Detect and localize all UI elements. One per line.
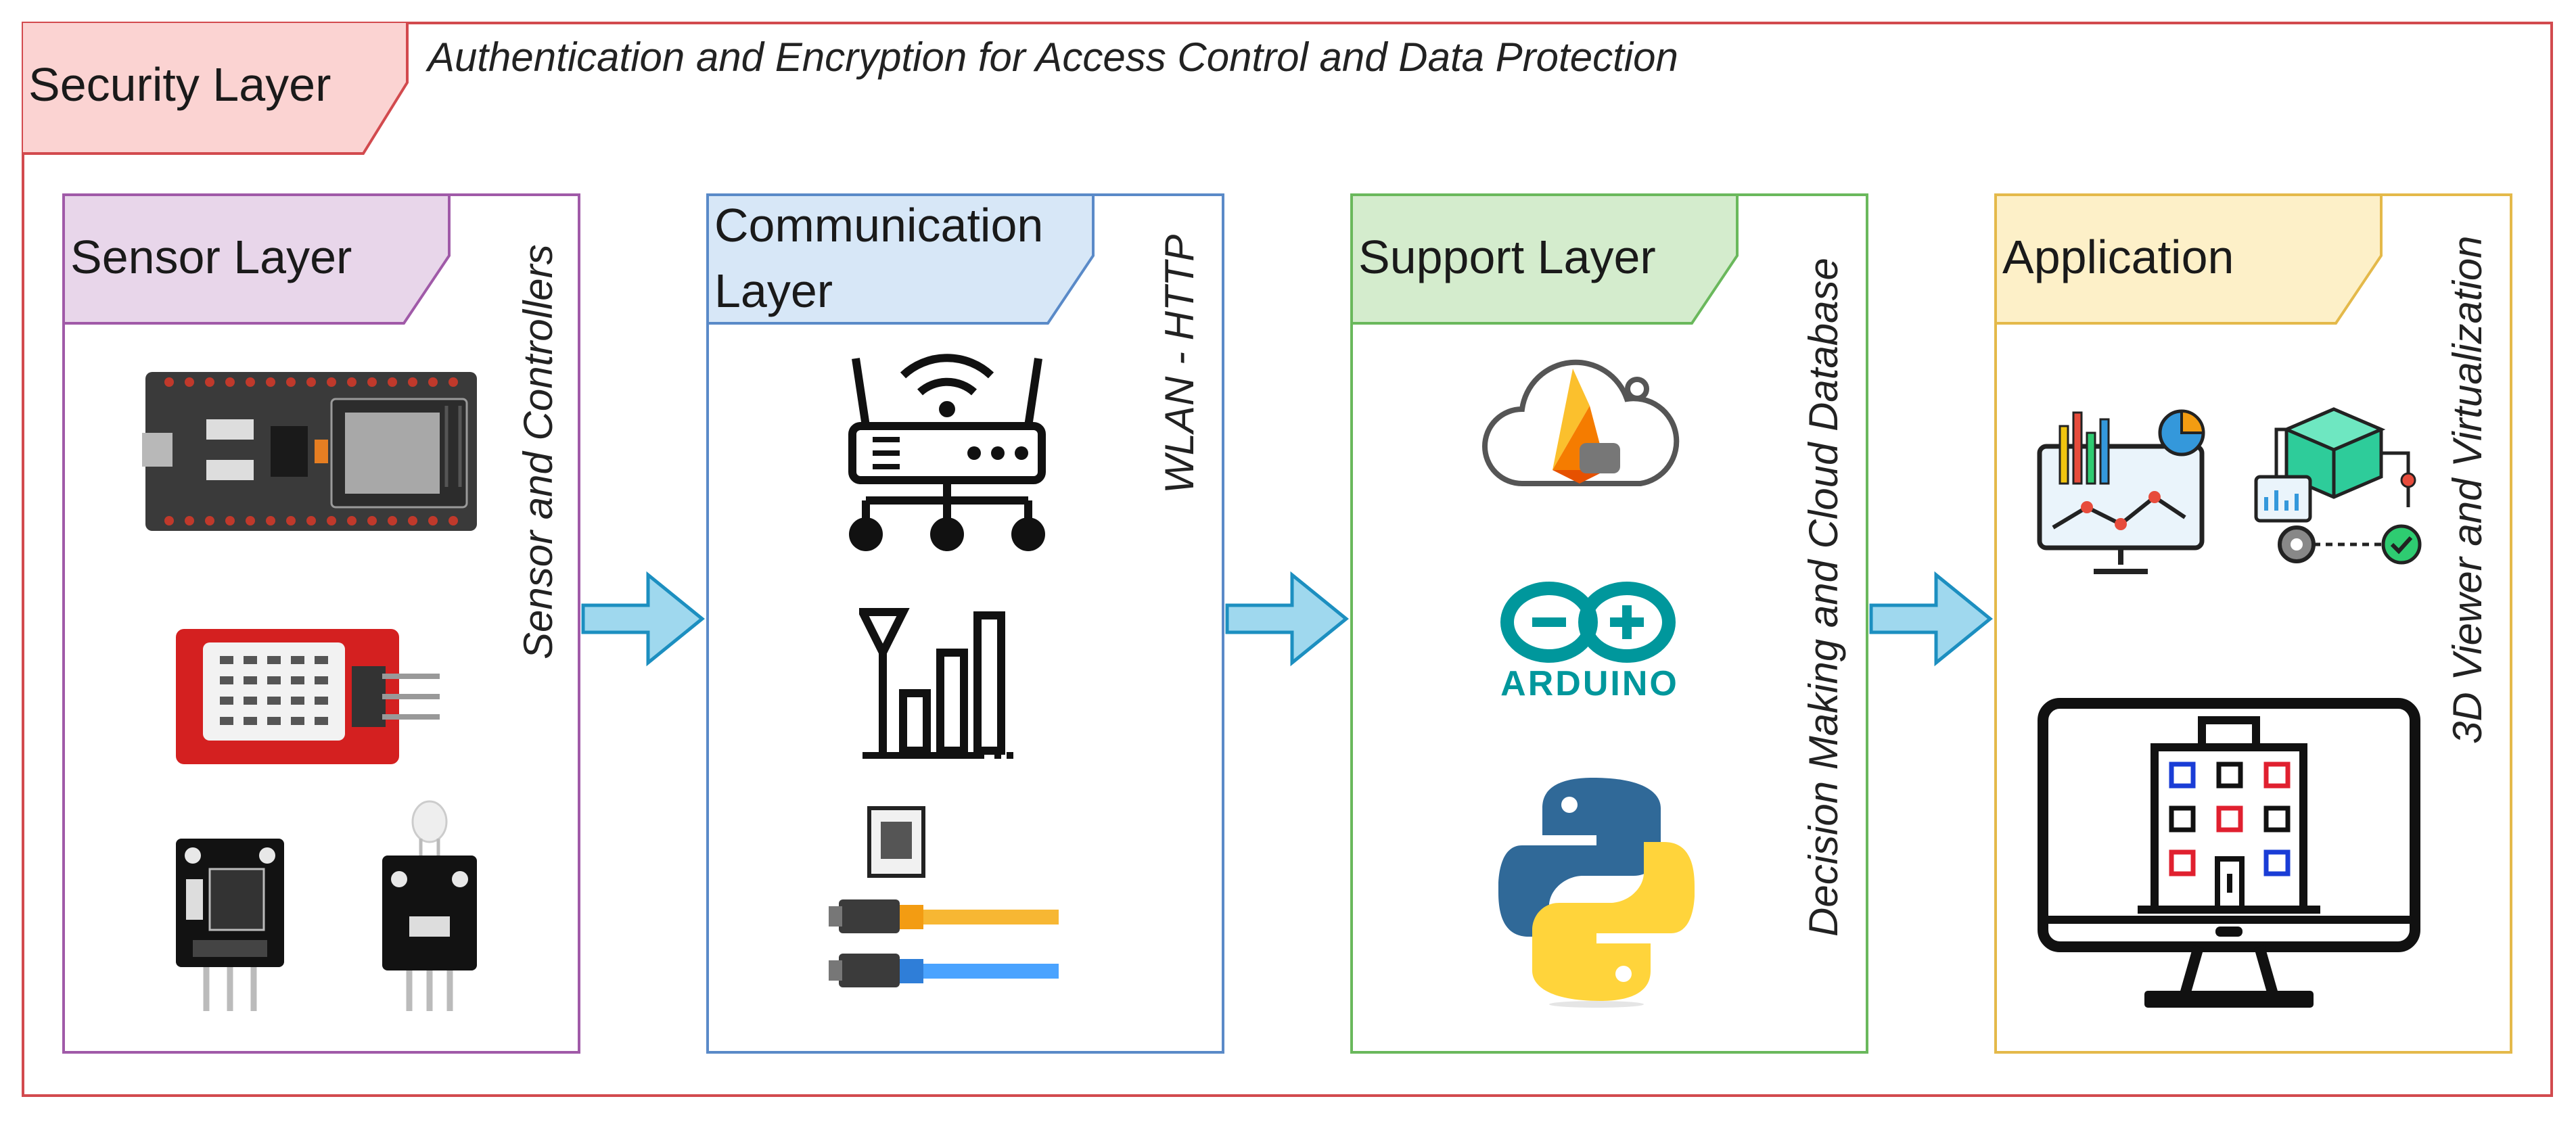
- dht22-sensor-icon: [176, 629, 440, 764]
- flow-arrow-support-to-application: [1869, 571, 1993, 667]
- communication-layer-title-line1: Communication: [714, 199, 1044, 252]
- esp32-board-icon: [142, 372, 477, 531]
- analytics-dashboard-icon: [2037, 409, 2205, 574]
- wifi-router-icon: [848, 354, 1046, 551]
- building-monitor-icon: [2038, 698, 2420, 1008]
- sensor-layer-side-label: Sensor and Controllers: [515, 244, 561, 659]
- security-layer-title: Security Layer: [28, 58, 331, 111]
- security-layer-subtitle: Authentication and Encryption for Access…: [428, 34, 1678, 80]
- security-layer-frame: [22, 22, 2553, 1097]
- communication-layer-side-label: WLAN - HTTP: [1157, 234, 1202, 494]
- application-layer-title: Application: [2002, 231, 2234, 283]
- python-logo-icon: [1498, 778, 1695, 1008]
- ethernet-cable-icon: [829, 806, 1059, 987]
- support-layer-tab: [1350, 193, 1739, 325]
- application-layer-tab: [1994, 193, 2383, 325]
- sensor-layer-panel: [62, 193, 580, 1054]
- flow-arrow-sensor-to-communication: [581, 571, 705, 667]
- signal-strength-icon: [859, 608, 1013, 759]
- support-layer-title: Support Layer: [1358, 231, 1656, 283]
- firebase-cloud-icon: [1482, 359, 1680, 486]
- arduino-logo-icon: ARDUINO: [1500, 582, 1679, 703]
- ir-led-module-icon: [382, 800, 477, 1011]
- communication-layer-title-line2: Layer: [714, 264, 833, 317]
- light-sensor-module-icon: [176, 839, 284, 1011]
- 3d-cube-workflow-icon: [2254, 407, 2422, 565]
- support-layer-side-label: Decision Making and Cloud Database: [1801, 258, 1846, 937]
- sensor-layer-title: Sensor Layer: [70, 231, 352, 283]
- arduino-wordmark: ARDUINO: [1500, 664, 1679, 703]
- security-layer-tab: [22, 22, 409, 155]
- sensor-layer-tab: [62, 193, 451, 325]
- communication-layer-tab: [706, 193, 1095, 325]
- application-layer-side-label: 3D Viewer and Virtualization: [2445, 235, 2490, 744]
- flow-arrow-communication-to-support: [1225, 571, 1349, 667]
